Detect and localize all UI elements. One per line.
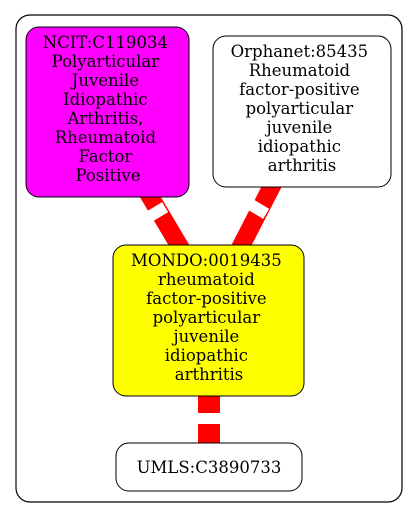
node-mondo-line: factor-positive: [146, 289, 266, 308]
node-orphanet-line: arthritis: [268, 156, 337, 175]
node-orphanet-line: Rheumatoid: [249, 61, 351, 80]
edges: [137, 177, 283, 450]
node-orphanet-line: idiopathic: [258, 137, 341, 156]
node-orphanet-line: juvenile: [264, 118, 332, 137]
node-ncit-line: NCIT:C119034: [43, 33, 168, 52]
node-mondo-box: [112, 244, 305, 397]
edge-orphanet-to-mondo: [229, 177, 283, 257]
node-umls-box: [115, 442, 303, 492]
node-orphanet-line: polyarticular: [246, 99, 354, 118]
node-mondo-line: polyarticular: [153, 308, 261, 327]
node-ncit[interactable]: NCIT:C119034 Polyarticular Juvenile Idio…: [25, 26, 190, 198]
node-mondo-line: rheumatoid: [158, 270, 255, 289]
node-ncit-box: [25, 26, 190, 198]
node-orphanet-line: factor-positive: [239, 80, 359, 99]
node-mondo-line: arthritis: [175, 365, 244, 384]
node-ncit-line: Arthritis,: [66, 109, 143, 128]
node-mondo-label: MONDO:0019435 rheumatoid factor-positive…: [131, 251, 287, 384]
node-orphanet-label: Orphanet:85435 Rheumatoid factor-positiv…: [231, 42, 374, 175]
node-orphanet-box: [212, 35, 392, 188]
node-ncit-line: Idiopathic: [63, 90, 147, 109]
node-ncit-line: Juvenile: [70, 71, 139, 90]
node-mondo-line: idiopathic: [165, 346, 248, 365]
node-orphanet[interactable]: Orphanet:85435 Rheumatoid factor-positiv…: [212, 35, 392, 188]
node-ncit-line: Rheumatoid: [55, 128, 157, 147]
node-mondo-line: MONDO:0019435: [131, 251, 282, 270]
node-orphanet-line: Orphanet:85435: [231, 42, 369, 61]
node-mondo[interactable]: MONDO:0019435 rheumatoid factor-positive…: [112, 244, 305, 397]
node-ncit-line: Factor: [78, 147, 132, 166]
node-ncit-line: Polyarticular: [52, 52, 160, 71]
node-ncit-label: NCIT:C119034 Polyarticular Juvenile Idio…: [43, 33, 173, 185]
node-umls[interactable]: UMLS:C3890733: [115, 442, 303, 492]
node-umls-line: UMLS:C3890733: [137, 458, 282, 477]
node-ncit-line: Positive: [75, 166, 140, 185]
node-umls-label: UMLS:C3890733: [137, 458, 282, 477]
edge-ncit-to-mondo: [137, 183, 191, 257]
node-mondo-line: juvenile: [171, 327, 239, 346]
